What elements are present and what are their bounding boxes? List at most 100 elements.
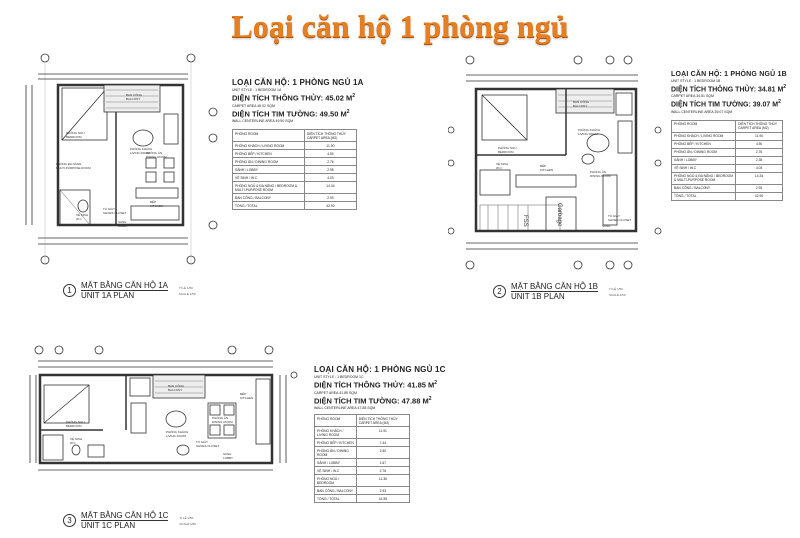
svg-text:BALCONY: BALCONY xyxy=(168,388,182,392)
svg-text:SẢNH: SẢNH xyxy=(118,219,126,224)
caption-en: UNIT 1C PLAN xyxy=(81,521,136,530)
table-header: DIỆN TÍCH THÔNG THỦY CARPET AREA (M2) xyxy=(303,129,358,142)
svg-text:KITCHEN: KITCHEN xyxy=(150,204,163,208)
svg-text:TỦ GIÀY: TỦ GIÀY xyxy=(196,439,208,444)
svg-text:SHOES CLOSET: SHOES CLOSET xyxy=(103,211,127,215)
svg-text:W.C: W.C xyxy=(496,166,502,170)
unit-style: UNIT STYLE : 1 BEDROOM 1C xyxy=(314,375,364,379)
svg-text:BAN CÔNG: BAN CÔNG xyxy=(126,92,143,97)
carpet-area: DIỆN TÍCH THÔNG THỦY: 41.85 M xyxy=(314,380,435,390)
svg-text:PHÒNG NGỦ: PHÒNG NGỦ xyxy=(66,130,85,135)
carpet-area-sub: CARPET AREA 41.85 SQM xyxy=(314,390,357,395)
unit-style: UNIT STYLE : 1 BEDROOM 1A xyxy=(232,88,282,92)
svg-text:W.C: W.C xyxy=(70,441,76,445)
svg-text:BALCONY: BALCONY xyxy=(126,97,140,101)
table-header: DIỆN TÍCH THÔNG THỦY CARPET AREA (M2) xyxy=(735,119,783,133)
svg-text:VỆ SINH: VỆ SINH xyxy=(76,212,88,217)
svg-text:PHÒNG KHÁCH: PHÒNG KHÁCH xyxy=(130,146,152,151)
table-header: PHÒNG ROOM xyxy=(670,119,737,133)
plan-caption-1c: 3 MẶT BẰNG CĂN HỘ 1C UNIT 1C PLAN TỈ LỆ … xyxy=(63,511,196,530)
svg-text:BAN CÔNG: BAN CÔNG xyxy=(573,99,590,104)
svg-text:PHÒNG KHÁCH: PHÒNG KHÁCH xyxy=(578,127,600,132)
svg-text:PHÒNG NGỦ: PHÒNG NGỦ xyxy=(66,419,85,424)
wall-area: DIỆN TÍCH TIM TƯỜNG: 49.50 M xyxy=(232,109,347,118)
unit-heading: LOẠI CĂN HỘ: 1 PHÒNG NGỦ 1B xyxy=(671,71,787,78)
svg-text:BEDROOM: BEDROOM xyxy=(498,150,514,154)
svg-text:W.C: W.C xyxy=(76,217,82,221)
svg-text:SẢNH: SẢNH xyxy=(602,223,610,228)
svg-text:SHOES CLOSET: SHOES CLOSET xyxy=(196,444,220,448)
svg-text:LIVING ROOM: LIVING ROOM xyxy=(130,151,151,155)
svg-text:BEDROOM: BEDROOM xyxy=(66,135,82,139)
unit-style: UNIT STYLE : 1 BEDROOM 1B xyxy=(671,79,721,83)
svg-text:VỆ SINH: VỆ SINH xyxy=(496,161,508,166)
plan-number: 3 xyxy=(63,514,76,527)
svg-text:LIVING ROOM: LIVING ROOM xyxy=(166,434,187,438)
carpet-area: DIỆN TÍCH THÔNG THỦY: 45.02 M xyxy=(232,93,353,103)
carpet-area-sub: CARPET AREA 45.02 SQM xyxy=(232,103,275,108)
svg-text:TỦ GIÀY: TỦ GIÀY xyxy=(103,206,115,211)
svg-text:DINING ROOM: DINING ROOM xyxy=(590,174,611,178)
unit-heading: LOẠI CĂN HỘ: 1 PHÒNG NGỦ 1C xyxy=(314,365,446,374)
table-row: PHÒNG NGỦ & ĐA NĂNG / BEDROOM & MULTI-PU… xyxy=(232,181,358,194)
svg-text:BAN CÔNG: BAN CÔNG xyxy=(168,383,185,388)
unit-heading: LOẠI CĂN HỘ: 1 PHÒNG NGỦ 1A xyxy=(232,78,364,87)
svg-text:BẾP: BẾP xyxy=(150,199,156,204)
svg-text:PHÒNG ĂN: PHÒNG ĂN xyxy=(212,415,228,420)
unit-info-1a: LOẠI CĂN HỘ: 1 PHÒNG NGỦ 1A UNIT STYLE :… xyxy=(232,78,372,210)
svg-text:FSS: FSS xyxy=(522,215,528,227)
svg-text:Garbage: Garbage xyxy=(556,203,562,227)
svg-text:PHÒNG ĐA NĂNG: PHÒNG ĐA NĂNG xyxy=(56,161,82,166)
svg-text:BALCONY: BALCONY xyxy=(573,104,587,108)
svg-text:PHÒNG ĂN: PHÒNG ĂN xyxy=(590,169,606,174)
page-title: Loại căn hộ 1 phòng ngủ xyxy=(0,8,800,45)
svg-text:LOBBY: LOBBY xyxy=(223,456,233,460)
wall-area-sub: WALL CENTERLINE AREA 47.88 SQM xyxy=(314,406,376,410)
caption-en: UNIT 1A PLAN xyxy=(81,291,135,300)
wall-area-sub: WALL CENTERLINE AREA 49.50 SQM xyxy=(232,119,294,123)
svg-text:LIVING ROOM: LIVING ROOM xyxy=(578,132,599,136)
svg-text:MULTI-PURPOSE ROOM: MULTI-PURPOSE ROOM xyxy=(56,166,91,170)
svg-text:PHÒNG KHÁCH: PHÒNG KHÁCH xyxy=(166,429,188,434)
svg-text:PHÒNG NGỦ: PHÒNG NGỦ xyxy=(498,145,517,150)
plan-caption-1b: 2 MẶT BẰNG CĂN HỘ 1B UNIT 1B PLAN TỈ LỆ … xyxy=(493,282,626,301)
table-header: PHÒNG ROOM xyxy=(232,129,305,142)
table-header: PHÒNG ROOM xyxy=(314,414,357,427)
caption-vi: MẶT BẰNG CĂN HỘ 1C xyxy=(81,511,169,521)
wall-area: DIỆN TÍCH TIM TƯỜNG: 39.07 M xyxy=(671,101,779,109)
svg-text:SHOES CLOSET: SHOES CLOSET xyxy=(608,218,632,222)
plan-number: 2 xyxy=(493,285,506,298)
plan-number: 1 xyxy=(63,284,76,297)
unit-info-1c: LOẠI CĂN HỘ: 1 PHÒNG NGỦ 1C UNIT STYLE :… xyxy=(314,365,474,503)
caption-vi: MẶT BẰNG CĂN HỘ 1B xyxy=(511,282,598,292)
svg-text:BEDROOM: BEDROOM xyxy=(66,424,82,428)
caption-vi: MẶT BẰNG CĂN HỘ 1A xyxy=(81,281,168,291)
svg-text:VỆ SINH: VỆ SINH xyxy=(70,436,82,441)
svg-text:DINING ROOM: DINING ROOM xyxy=(212,420,233,424)
caption-en: UNIT 1B PLAN xyxy=(511,292,565,301)
wall-area-sub: WALL CENTERLINE AREA 39.07 SQM xyxy=(671,109,733,114)
svg-text:DINING ROOM: DINING ROOM xyxy=(146,155,167,159)
plan-caption-1a: 1 MẶT BẰNG CĂN HỘ 1A UNIT 1A PLAN TỈ LỆ … xyxy=(63,281,196,300)
unit-info-1b: LOẠI CĂN HỘ: 1 PHÒNG NGỦ 1B UNIT STYLE :… xyxy=(670,71,800,201)
